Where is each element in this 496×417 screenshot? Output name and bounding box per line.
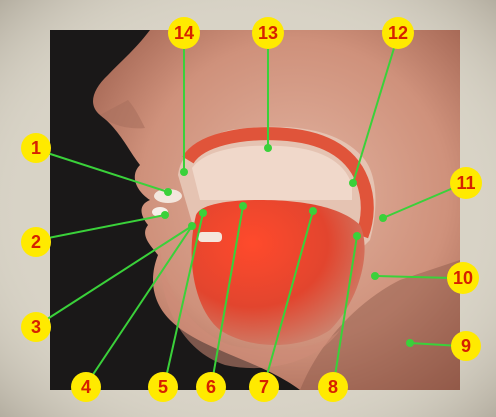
marker-10: 10 bbox=[447, 262, 479, 294]
anchor-dot-6 bbox=[239, 202, 247, 210]
marker-9: 9 bbox=[451, 331, 481, 361]
marker-11-label: 11 bbox=[456, 173, 475, 193]
marker-1: 1 bbox=[21, 133, 51, 163]
marker-13: 13 bbox=[252, 17, 284, 49]
marker-2: 2 bbox=[21, 227, 51, 257]
marker-7: 7 bbox=[249, 372, 279, 402]
marker-4-label: 4 bbox=[81, 377, 91, 397]
marker-9-label: 9 bbox=[461, 336, 471, 356]
marker-5: 5 bbox=[148, 372, 178, 402]
anchor-dot-2 bbox=[161, 211, 169, 219]
marker-1-label: 1 bbox=[31, 138, 41, 158]
marker-4: 4 bbox=[71, 372, 101, 402]
marker-5-label: 5 bbox=[158, 377, 168, 397]
marker-10-label: 10 bbox=[453, 268, 473, 288]
marker-7-label: 7 bbox=[259, 377, 269, 397]
marker-3: 3 bbox=[21, 312, 51, 342]
marker-12-label: 12 bbox=[388, 23, 408, 43]
anchor-dot-13 bbox=[264, 144, 272, 152]
marker-2-label: 2 bbox=[31, 232, 41, 252]
anchor-dot-12 bbox=[349, 179, 357, 187]
marker-8-label: 8 bbox=[328, 377, 338, 397]
anchor-dot-7 bbox=[309, 207, 317, 215]
marker-6: 6 bbox=[196, 372, 226, 402]
anchor-dot-3 bbox=[188, 222, 196, 230]
anchor-dot-1 bbox=[164, 188, 172, 196]
anchor-dot-11 bbox=[379, 214, 387, 222]
marker-14-label: 14 bbox=[174, 23, 194, 43]
marker-14: 14 bbox=[168, 17, 200, 49]
marker-3-label: 3 bbox=[31, 317, 41, 337]
marker-8: 8 bbox=[318, 372, 348, 402]
anchor-dot-8 bbox=[353, 232, 361, 240]
marker-6-label: 6 bbox=[206, 377, 216, 397]
anchor-dot-14 bbox=[180, 168, 188, 176]
marker-12: 12 bbox=[382, 17, 414, 49]
anchor-dot-10 bbox=[371, 272, 379, 280]
lower-teeth bbox=[198, 232, 222, 242]
marker-11: 11 bbox=[450, 167, 482, 199]
anchor-dot-9 bbox=[406, 339, 414, 347]
marker-13-label: 13 bbox=[258, 23, 278, 43]
anchor-dot-5 bbox=[199, 209, 207, 217]
